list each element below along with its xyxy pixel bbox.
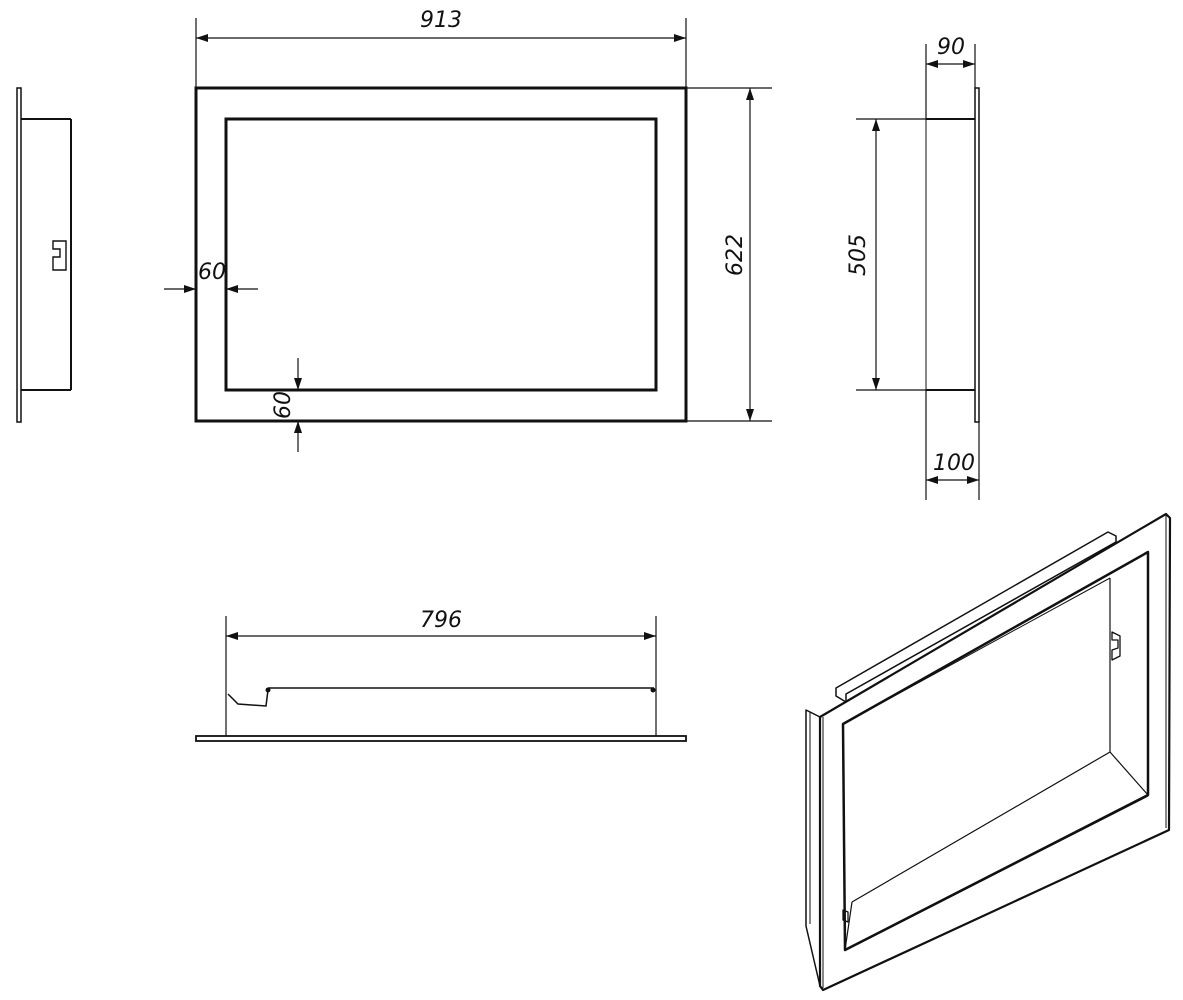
dimension-inner-height	[856, 118, 926, 391]
depth-bottom-label: 100	[933, 451, 975, 476]
iso-inner-opening	[841, 550, 1150, 952]
frame-side-label: 60	[198, 260, 226, 285]
dimension-depth-bottom	[925, 390, 980, 500]
frame-bottom-label: 60	[271, 391, 296, 419]
dimension-overall-width	[195, 18, 687, 88]
dimension-depth-top	[925, 44, 976, 119]
front-outer-frame	[194, 86, 688, 423]
overall-height-label: 622	[723, 234, 748, 276]
left-side-view	[16, 87, 72, 423]
iso-left-wall	[805, 709, 821, 987]
isometric-view	[805, 512, 1172, 992]
iso-back-opening	[851, 578, 1111, 903]
front-inner-opening	[224, 117, 658, 392]
inner-width-label: 796	[420, 608, 462, 633]
depth-top-label: 90	[937, 35, 965, 60]
dimension-overall-height	[686, 87, 772, 422]
overall-width-label: 913	[420, 8, 462, 33]
iso-hook	[1111, 631, 1121, 661]
right-side-view	[925, 87, 980, 423]
dimension-inner-width	[225, 616, 657, 688]
inner-height-label: 505	[846, 234, 871, 276]
iso-outer-frame	[818, 512, 1172, 992]
front-view	[194, 86, 688, 423]
bottom-view	[195, 687, 687, 742]
